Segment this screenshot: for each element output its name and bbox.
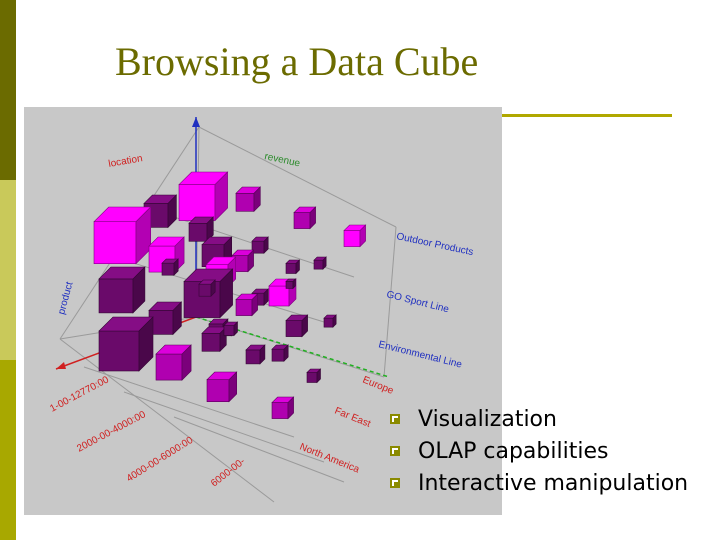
cube-glyph-side bbox=[316, 368, 321, 384]
cube-glyph-side bbox=[219, 268, 233, 319]
cube-glyph bbox=[155, 353, 183, 381]
cube-glyph bbox=[98, 330, 140, 372]
axis-label-location: location bbox=[108, 153, 144, 170]
cube-glyph bbox=[206, 379, 230, 403]
axis-label-revenue: revenue bbox=[263, 151, 301, 169]
cube-glyph-side bbox=[283, 344, 289, 362]
date-label: 6000-00- bbox=[209, 456, 247, 489]
bullet-icon bbox=[390, 478, 400, 488]
product-label: Outdoor Products bbox=[395, 231, 474, 258]
cube-glyph-side bbox=[287, 396, 294, 420]
cube-glyph bbox=[271, 402, 289, 419]
cube-glyph-side bbox=[181, 344, 192, 381]
cube-glyph bbox=[293, 212, 311, 229]
date-label: 2000-00-4000:00 bbox=[75, 409, 148, 455]
cube-glyph-side bbox=[295, 259, 300, 275]
cube-glyph-side bbox=[253, 186, 261, 213]
cube-glyph-side bbox=[259, 344, 266, 365]
cube-glyph-side bbox=[251, 293, 258, 317]
date-label: 1-00-12770:00 bbox=[48, 374, 111, 414]
cube-glyph bbox=[93, 221, 137, 264]
cube-glyph-side bbox=[263, 288, 269, 306]
cube-glyph-side bbox=[233, 321, 238, 337]
cube-glyph bbox=[198, 283, 212, 297]
decorative-band-top bbox=[0, 0, 16, 180]
cube-glyph-side bbox=[172, 301, 182, 336]
title-underline bbox=[500, 114, 672, 117]
cube-glyph bbox=[285, 320, 303, 337]
cube-glyph bbox=[285, 263, 297, 274]
bullet-icon bbox=[390, 414, 400, 424]
cube-glyph-side bbox=[138, 316, 154, 372]
cube-glyph bbox=[271, 348, 285, 362]
cube-glyph-side bbox=[214, 171, 228, 222]
bullet-item: Interactive manipulation bbox=[390, 467, 688, 499]
bullet-icon bbox=[390, 446, 400, 456]
bullet-list: Visualization OLAP capabilities Interact… bbox=[390, 403, 688, 499]
bullet-text: OLAP capabilities bbox=[418, 438, 609, 464]
bullet-text: Interactive manipulation bbox=[418, 470, 689, 496]
product-label: Environmental Line bbox=[377, 339, 463, 370]
cube-glyph-side bbox=[206, 216, 214, 243]
cube-glyph-side bbox=[247, 249, 254, 273]
cube-glyph-side bbox=[167, 194, 177, 229]
cube-glyph-side bbox=[359, 224, 366, 248]
cube-grid bbox=[59, 126, 397, 503]
location-label: Far East bbox=[333, 406, 372, 430]
cube-glyph-side bbox=[292, 278, 296, 290]
bullet-item: Visualization bbox=[390, 403, 688, 435]
slide-title: Browsing a Data Cube bbox=[115, 39, 479, 84]
cube-glyph-side bbox=[322, 256, 327, 270]
revenue-axis-arrow-icon bbox=[192, 117, 200, 127]
data-cube-visualization: location revenue product Outdoor Product… bbox=[24, 107, 502, 515]
decorative-band-bottom bbox=[0, 360, 16, 540]
cube-glyph bbox=[313, 259, 324, 270]
bullet-text: Visualization bbox=[418, 406, 557, 432]
cube-glyph-side bbox=[332, 314, 337, 328]
cube-glyph bbox=[323, 317, 334, 328]
axis-label-product: product bbox=[56, 280, 75, 315]
cube-glyph bbox=[268, 285, 290, 307]
location-label: North America bbox=[298, 442, 361, 476]
cube-glyph bbox=[98, 278, 134, 314]
bullet-item: OLAP capabilities bbox=[390, 435, 688, 467]
cube-glyph-side bbox=[301, 314, 308, 338]
cube-glyph-side bbox=[263, 236, 269, 254]
location-label: Europe bbox=[361, 375, 395, 397]
cube-glyph bbox=[235, 299, 253, 316]
cube-glyph-side bbox=[228, 371, 237, 403]
cube-glyph bbox=[245, 349, 261, 365]
cube-glyph bbox=[343, 230, 361, 247]
date-axis-arrow-icon bbox=[56, 362, 66, 369]
cube-glyph bbox=[223, 325, 235, 336]
cube-glyphs bbox=[93, 171, 367, 420]
cube-glyph bbox=[201, 333, 221, 352]
cube-glyph-side bbox=[210, 279, 216, 297]
cube-glyph-side bbox=[173, 258, 179, 276]
cube-glyph bbox=[178, 184, 216, 221]
cube-glyph bbox=[161, 262, 175, 276]
cube-glyph bbox=[188, 223, 208, 242]
location-axis bbox=[195, 316, 390, 378]
product-label: GO Sport Line bbox=[385, 289, 450, 315]
decorative-band-middle bbox=[0, 180, 16, 360]
cube-glyph bbox=[235, 193, 255, 212]
cube-glyph-side bbox=[309, 206, 316, 230]
cube-glyph-side bbox=[132, 266, 146, 314]
cube-glyph bbox=[306, 372, 318, 383]
date-label: 4000-00-6000:00 bbox=[125, 435, 196, 485]
cube-glyph bbox=[285, 281, 294, 289]
